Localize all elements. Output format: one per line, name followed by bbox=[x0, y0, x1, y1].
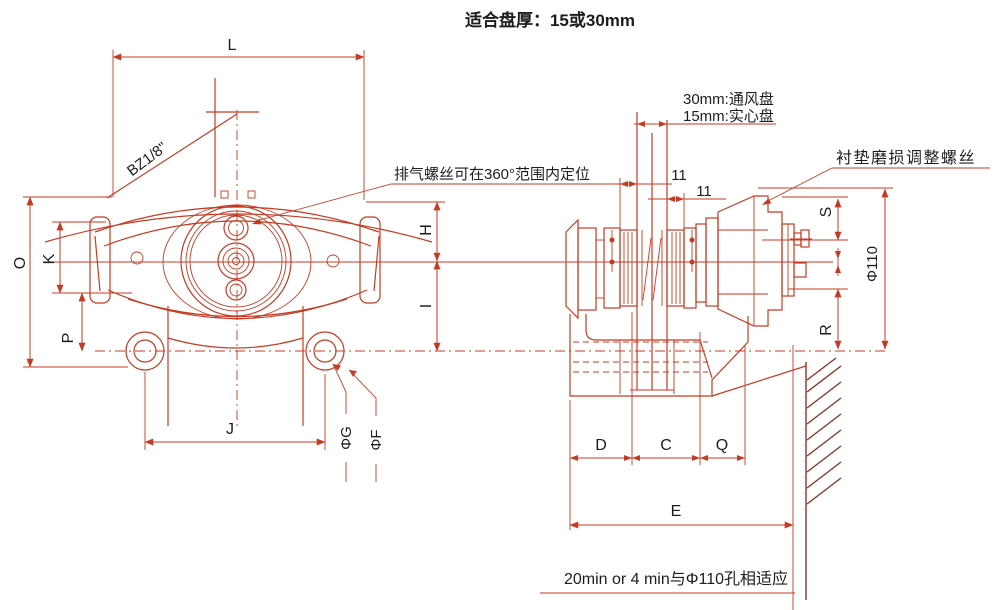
dim-pad-left-11: 11 bbox=[619, 167, 687, 229]
dim-label-E: E bbox=[671, 503, 682, 520]
dim-S: S bbox=[762, 196, 848, 276]
piston-circles bbox=[180, 205, 292, 317]
annotation-fit-note-group: 20min or 4 min与Φ110孔相适应 bbox=[540, 569, 795, 594]
piston-housing bbox=[695, 195, 812, 327]
annotation-bleed-screw: 排气螺丝可在360°范围内定位 bbox=[394, 166, 590, 183]
side-hole-right bbox=[326, 254, 340, 268]
dim-label-R: R bbox=[818, 324, 835, 336]
page-title: 适合盘厚：15或30mm bbox=[465, 10, 635, 30]
side-hole-left bbox=[130, 251, 144, 265]
dim-J: J bbox=[144, 372, 326, 450]
annotation-fit-note: 20min or 4 min与Φ110孔相适应 bbox=[564, 569, 788, 588]
dim-DCQ: D C Q bbox=[569, 312, 746, 530]
left-pad bbox=[603, 227, 638, 309]
dim-label-K: K bbox=[41, 253, 58, 264]
dim-label-P: P bbox=[60, 333, 77, 344]
lower-fitting bbox=[793, 262, 807, 278]
dim-label-D: D bbox=[595, 437, 607, 454]
annotation-disc-15: 15mm:实心盘 bbox=[683, 107, 774, 125]
dim-label-pad-left: 11 bbox=[671, 167, 687, 184]
bleed-screw-circle bbox=[223, 215, 249, 241]
lower-plug-circle bbox=[225, 279, 247, 301]
adjuster-screw bbox=[790, 229, 812, 248]
thread-port-label: BZ1/8" bbox=[124, 139, 170, 180]
dim-O: O bbox=[12, 196, 128, 368]
dim-E: E bbox=[569, 345, 794, 610]
annotation-pad-wear-group: 衬垫磨损调整螺丝 bbox=[762, 149, 990, 205]
mounting-lugs bbox=[125, 306, 345, 426]
dim-L: L bbox=[112, 37, 365, 200]
dim-label-S: S bbox=[818, 207, 835, 218]
guide-pin-boss-right bbox=[359, 216, 381, 304]
dim-label-J: J bbox=[226, 421, 234, 438]
dim-label-C: C bbox=[660, 437, 672, 454]
dim-pad-right-11: 11 bbox=[648, 183, 726, 228]
mounting-wall bbox=[805, 357, 842, 600]
dim-label-Q: Q bbox=[716, 437, 728, 454]
dim-label-I: I bbox=[418, 304, 435, 308]
dim-label-H: H bbox=[418, 224, 435, 236]
right-view-cross-section bbox=[565, 112, 842, 600]
dim-label-phiF: ΦF bbox=[368, 429, 385, 450]
dim-disc-thickness: 30mm:通风盘 15mm:实心盘 bbox=[634, 90, 776, 127]
dim-bore-110: Φ110 bbox=[758, 187, 893, 350]
dim-R: R bbox=[788, 288, 848, 350]
mounting-bracket bbox=[569, 314, 807, 397]
dim-label-L: L bbox=[228, 37, 237, 54]
right-pad bbox=[666, 227, 697, 309]
dim-K: K bbox=[41, 221, 132, 294]
dim-label-phiG: ΦG bbox=[338, 426, 355, 450]
dim-phiG: ΦG bbox=[332, 363, 355, 482]
dim-I: I bbox=[418, 260, 441, 352]
dim-label-bore: Φ110 bbox=[864, 246, 881, 282]
dim-label-O: O bbox=[12, 257, 29, 269]
dim-P: P bbox=[60, 292, 86, 352]
thread-port-callout: BZ1/8" bbox=[106, 78, 259, 199]
annotation-pad-wear: 衬垫磨损调整螺丝 bbox=[836, 149, 976, 167]
guide-pin-boss-left bbox=[89, 216, 111, 304]
annotation-disc-30: 30mm:通风盘 bbox=[683, 90, 774, 108]
dim-label-pad-right: 11 bbox=[696, 183, 712, 200]
annotation-bleed-screw-group: 排气螺丝可在360°范围内定位 bbox=[252, 166, 672, 225]
dim-phiF: ΦF bbox=[348, 369, 385, 482]
left-view-caliper-front: BZ1/8" bbox=[44, 78, 433, 426]
dim-H: H bbox=[366, 201, 445, 262]
